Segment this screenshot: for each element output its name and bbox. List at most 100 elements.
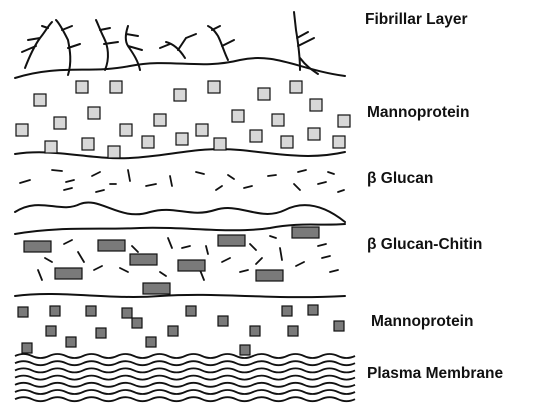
- chitin-particle: [97, 239, 126, 252]
- glucan-fiber: [167, 237, 173, 249]
- glucan-fiber: [205, 245, 209, 255]
- glucan-fiber: [221, 257, 231, 263]
- plasma-membrane-lines: [14, 353, 356, 403]
- glucan-fiber: [131, 245, 139, 253]
- chitin-particle: [142, 282, 171, 295]
- outer-mannoprotein-label: Mannoprotein: [367, 104, 470, 121]
- mannoprotein-particle: [271, 113, 285, 127]
- mannoprotein-particle: [281, 305, 293, 317]
- glucan-fiber: [181, 245, 191, 249]
- membrane-line: [14, 374, 356, 381]
- membrane-line: [14, 396, 356, 403]
- mannoprotein-particle: [45, 325, 57, 337]
- mannoprotein-particle: [107, 145, 121, 159]
- glucan-fiber: [169, 175, 173, 187]
- mannoprotein-particle: [81, 137, 95, 151]
- fibrillar-layer-fibrils: [21, 11, 319, 76]
- mannoprotein-particle: [65, 336, 77, 348]
- mannoprotein-particle: [33, 93, 47, 107]
- mannoprotein-particle: [53, 116, 67, 130]
- glucan-fiber: [63, 187, 73, 191]
- mannoprotein-particle: [131, 317, 143, 329]
- membrane-line: [14, 389, 356, 395]
- mannoprotein-particle: [167, 325, 179, 337]
- glucan-fiber: [317, 181, 327, 185]
- glucan-fiber: [297, 169, 307, 173]
- glucan-fiber: [255, 257, 263, 265]
- glucan-fiber: [279, 247, 283, 261]
- mannoprotein-particle: [307, 127, 321, 141]
- mannoprotein-particle: [145, 336, 157, 348]
- membrane-line: [14, 360, 356, 367]
- glucan-fiber: [321, 255, 331, 259]
- mannoprotein-particle: [173, 88, 187, 102]
- fibril-strand: [124, 25, 143, 71]
- chitin-particle: [54, 267, 83, 280]
- layer-boundary: [14, 148, 346, 160]
- mannoprotein-particle: [175, 132, 189, 146]
- layer-boundary: [14, 223, 346, 235]
- glucan-label: β Glucan: [367, 170, 434, 187]
- glucan-chitin-particles: [23, 226, 320, 295]
- mannoprotein-particle: [75, 80, 89, 94]
- mannoprotein-particle: [87, 106, 101, 120]
- mannoprotein-particle: [185, 305, 197, 317]
- mannoprotein-particle: [332, 135, 346, 149]
- mannoprotein-particle: [207, 80, 221, 94]
- glucan-chitin-label: β Glucan-Chitin: [367, 236, 483, 253]
- glucan-fiber: [77, 251, 85, 263]
- glucan-fiber: [199, 269, 205, 281]
- glucan-fiber: [337, 189, 345, 193]
- mannoprotein-particle: [85, 305, 97, 317]
- mannoprotein-particle: [121, 307, 133, 319]
- mannoprotein-particle: [231, 109, 245, 123]
- glucan-fiber: [329, 269, 339, 273]
- mannoprotein-particle: [217, 315, 229, 327]
- glucan-fiber: [243, 185, 253, 189]
- fibril-strand: [207, 25, 235, 61]
- mannoprotein-particle: [119, 123, 133, 137]
- fibril-strand: [95, 19, 119, 71]
- glucan-fiber: [239, 269, 249, 273]
- glucan-fiber: [317, 243, 327, 247]
- mannoprotein-particle: [141, 135, 155, 149]
- chitin-particle: [217, 234, 246, 247]
- mannoprotein-particle: [21, 342, 33, 354]
- mannoprotein-particle: [15, 123, 29, 137]
- chitin-particle: [255, 269, 284, 282]
- glucan-fibers: [19, 169, 345, 281]
- inner-mannoprotein-particles: [17, 304, 345, 356]
- inner-mannoprotein-label: Mannoprotein: [371, 313, 474, 330]
- glucan-fiber: [119, 267, 129, 273]
- glucan-fiber: [295, 261, 305, 267]
- mannoprotein-particle: [289, 80, 303, 94]
- mannoprotein-particle: [307, 304, 319, 316]
- glucan-fiber: [145, 183, 157, 187]
- layer-boundary: [14, 56, 346, 79]
- glucan-fiber: [327, 171, 335, 175]
- glucan-fiber: [195, 171, 205, 175]
- layer-boundaries: [14, 56, 346, 299]
- glucan-fiber: [91, 171, 101, 177]
- glucan-fiber: [93, 265, 103, 271]
- glucan-fiber: [95, 189, 105, 193]
- membrane-line: [14, 381, 356, 388]
- layer-boundary: [14, 293, 346, 299]
- glucan-fiber: [227, 174, 235, 180]
- plasma-membrane-label: Plasma Membrane: [367, 365, 504, 382]
- membrane-line: [14, 353, 356, 359]
- mannoprotein-particle: [257, 87, 271, 101]
- mannoprotein-particle: [239, 344, 251, 356]
- glucan-fiber: [159, 271, 167, 277]
- glucan-fiber: [51, 169, 63, 172]
- glucan-fiber: [19, 179, 31, 184]
- mannoprotein-particle: [249, 325, 261, 337]
- glucan-fiber: [127, 169, 131, 182]
- mannoprotein-particle: [280, 135, 294, 149]
- mannoprotein-particle: [153, 113, 167, 127]
- mannoprotein-particle: [287, 325, 299, 337]
- glucan-fiber: [269, 235, 277, 239]
- fibril-strand: [159, 33, 197, 59]
- mannoprotein-particle: [337, 114, 351, 128]
- mannoprotein-particle: [109, 80, 123, 94]
